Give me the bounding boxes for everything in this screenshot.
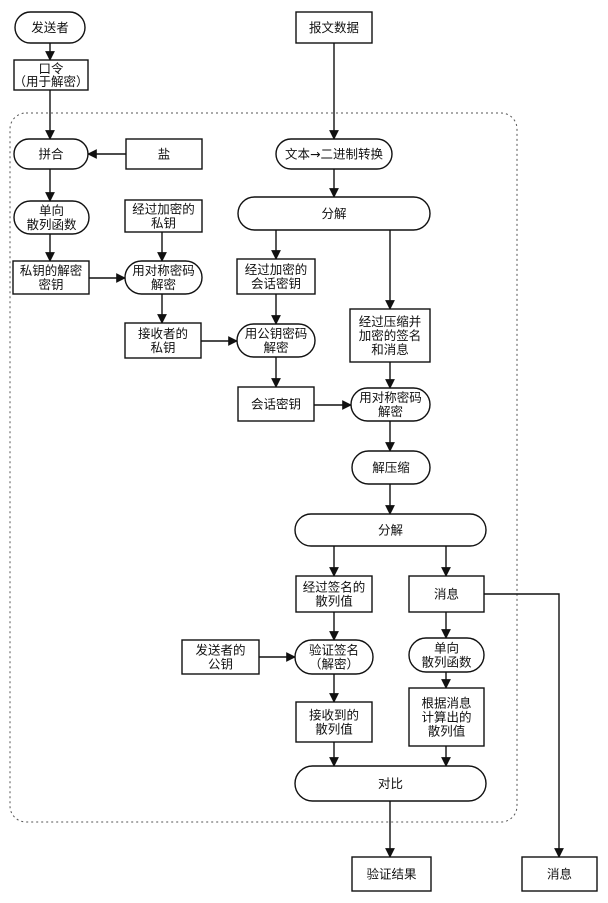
computed-hash-label-1: 根据消息 bbox=[421, 696, 471, 711]
password-label-2: （用于解密） bbox=[13, 74, 88, 89]
compressed-signed-label-1: 经过压缩并 bbox=[359, 314, 422, 329]
node-text-to-binary: 文本→二进制转换 bbox=[275, 138, 393, 170]
message-data-label-1: 报文数据 bbox=[309, 20, 359, 35]
node-message-out: 消息 bbox=[521, 856, 598, 892]
salt-label-1: 盐 bbox=[158, 147, 171, 162]
received-hash-label-1: 接收到的 bbox=[309, 708, 359, 723]
symmetric-decrypt-2-label-1: 用对称密码 bbox=[359, 390, 422, 405]
encrypted-private-key-label-2: 私钥 bbox=[151, 216, 176, 231]
encrypted-private-key-label-1: 经过加密的 bbox=[132, 202, 195, 217]
symmetric-decrypt-2-label-2: 解密 bbox=[378, 404, 403, 419]
split-1-label-1: 分解 bbox=[321, 206, 346, 221]
node-combine: 拼合 bbox=[13, 138, 89, 170]
session-key-label-1: 会话密钥 bbox=[251, 397, 301, 412]
compare-label-1: 对比 bbox=[378, 776, 403, 791]
compressed-signed-label-3: 和消息 bbox=[371, 342, 409, 357]
node-verify-signature: 验证签名（解密） bbox=[294, 639, 374, 675]
computed-hash-label-2: 计算出的 bbox=[421, 710, 471, 725]
receiver-private-key-label-2: 私钥 bbox=[150, 340, 175, 355]
node-compare: 对比 bbox=[294, 765, 487, 802]
hash-fn-2-label-1: 单向 bbox=[434, 641, 459, 656]
node-session-key: 会话密钥 bbox=[237, 386, 315, 422]
encrypted-session-key-label-1: 经过加密的 bbox=[245, 262, 308, 277]
node-split-1: 分解 bbox=[237, 196, 431, 231]
symmetric-decrypt-1-label-1: 用对称密码 bbox=[132, 263, 195, 278]
public-key-decrypt-label-2: 解密 bbox=[263, 340, 288, 355]
node-sender: 发送者 bbox=[14, 11, 86, 44]
processing-region bbox=[9, 112, 518, 823]
sender-public-key-label-2: 公钥 bbox=[208, 657, 233, 672]
private-key-decrypt-key-label-2: 密钥 bbox=[38, 277, 63, 292]
message-inner-label-1: 消息 bbox=[434, 587, 459, 602]
compressed-signed-label-2: 加密的签名 bbox=[359, 328, 422, 343]
received-hash-label-2: 散列值 bbox=[315, 722, 353, 737]
private-key-decrypt-key-label-1: 私钥的解密 bbox=[20, 263, 83, 278]
verify-result-label-1: 验证结果 bbox=[366, 867, 417, 882]
hash-fn-1-label-2: 散列函数 bbox=[26, 217, 77, 232]
node-message-data: 报文数据 bbox=[295, 11, 373, 44]
sender-public-key-label-1: 发送者的 bbox=[195, 643, 245, 658]
combine-label-1: 拼合 bbox=[38, 147, 64, 162]
node-verify-result: 验证结果 bbox=[351, 856, 432, 892]
edge-message-out bbox=[484, 593, 564, 858]
signed-hash-label-2: 散列值 bbox=[315, 594, 353, 609]
hash-fn-2-label-2: 散列函数 bbox=[421, 655, 472, 670]
password-label-1: 口令 bbox=[38, 61, 64, 76]
symmetric-decrypt-1-label-2: 解密 bbox=[151, 277, 176, 292]
node-decompress: 解压缩 bbox=[351, 450, 431, 485]
signed-hash-label-1: 经过签名的 bbox=[303, 580, 366, 595]
verify-signature-label-1: 验证签名 bbox=[309, 643, 359, 658]
decompress-label-1: 解压缩 bbox=[372, 460, 410, 475]
receiver-private-key-label-1: 接收者的 bbox=[138, 326, 188, 341]
public-key-decrypt-label-1: 用公钥密码 bbox=[245, 326, 308, 341]
node-message-inner: 消息 bbox=[408, 575, 485, 613]
edges bbox=[45, 43, 564, 858]
message-out-label-1: 消息 bbox=[547, 867, 572, 882]
node-password: 口令（用于解密） bbox=[13, 59, 89, 91]
split-2-label-1: 分解 bbox=[378, 523, 403, 538]
text-to-binary-label-1: 文本→二进制转换 bbox=[285, 147, 383, 162]
verify-signature-label-2: （解密） bbox=[309, 657, 359, 672]
computed-hash-label-3: 散列值 bbox=[428, 724, 466, 739]
encrypted-session-key-label-2: 会话密钥 bbox=[251, 276, 301, 291]
node-salt: 盐 bbox=[125, 138, 203, 170]
sender-label-1: 发送者 bbox=[31, 20, 69, 35]
node-split-2: 分解 bbox=[294, 513, 487, 547]
hash-fn-1-label-1: 单向 bbox=[39, 203, 64, 218]
